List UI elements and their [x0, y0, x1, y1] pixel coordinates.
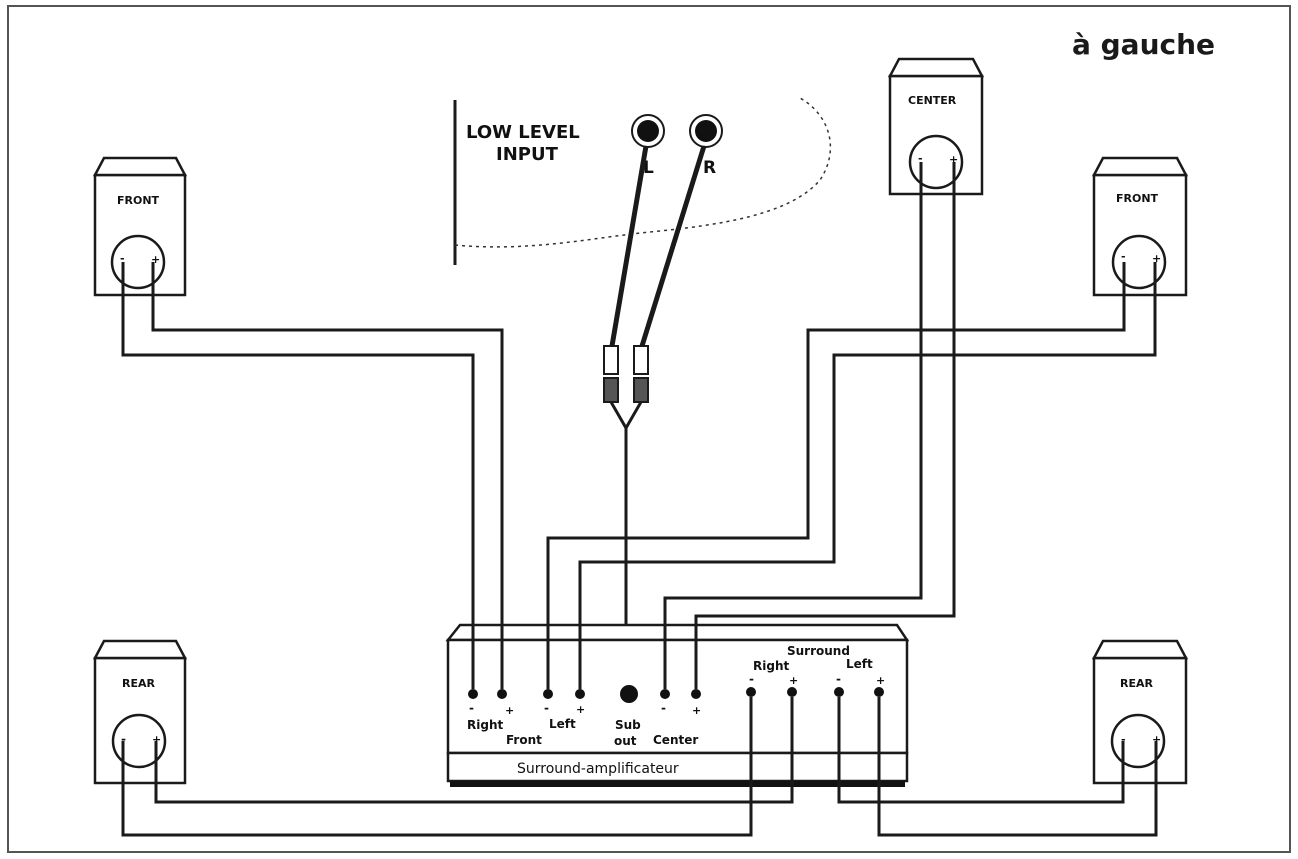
amp-center-plus-mark: + [692, 704, 701, 717]
wire-rear-left-minus [121, 697, 753, 837]
input-panel-dotted-outline [454, 97, 832, 248]
rca-cable-left [609, 145, 647, 347]
speaker-front-right-plus: + [1152, 252, 1161, 265]
wire-rear-right-plus [877, 697, 1158, 837]
y-splitter [609, 401, 643, 432]
amp-label-front: Front [506, 733, 542, 747]
wire-front-right-minus [546, 262, 1126, 689]
amp-label-surround-left: Left [846, 657, 873, 671]
amp-label-sub: Sub [615, 718, 641, 732]
rca-cable-left-inner [611, 145, 649, 347]
terminal-center-minus [660, 689, 670, 699]
speaker-front-left-plus: + [151, 253, 160, 266]
amp-surround-left-minus-mark: - [836, 672, 841, 686]
diagram-frame [7, 5, 1291, 853]
terminal-surround-left-minus [834, 687, 844, 697]
speaker-center-label: CENTER [908, 94, 957, 107]
terminal-center-plus [691, 689, 701, 699]
amp-label-surround-right: Right [753, 659, 789, 673]
amp-label-left: Left [549, 717, 576, 731]
wire-rear-right-minus [837, 697, 1125, 804]
terminal-front-left-minus [543, 689, 553, 699]
rca-label-left: L [643, 158, 654, 178]
rca-cable-right-inner [641, 145, 707, 347]
amplifier-label: Surround-amplificateur [517, 761, 679, 777]
amp-surround-right-minus-mark: - [749, 672, 754, 686]
amp-front-left-minus-mark: - [544, 701, 549, 715]
amp-surround-right-plus-mark: + [789, 674, 798, 687]
page-title: à gauche [1072, 28, 1215, 61]
speaker-rear-right-plus: + [1152, 733, 1161, 746]
rca-jack-right [689, 114, 723, 148]
wire-front-right-plus [578, 262, 1157, 689]
wire-rear-left-plus [154, 697, 794, 804]
surround-amplifier [445, 623, 910, 787]
speaker-rear-left-minus: - [121, 732, 126, 746]
speaker-rear-left [92, 639, 188, 785]
rca-plug-right [633, 345, 649, 403]
speaker-center [887, 57, 985, 196]
low-level-input-label-line1: LOW LEVEL [466, 122, 580, 143]
speaker-center-plus: + [949, 153, 958, 166]
terminal-surround-right-minus [746, 687, 756, 697]
speaker-rear-right-label: REAR [1120, 677, 1153, 690]
amplifier-terminals [468, 685, 884, 703]
speaker-front-right-label: FRONT [1116, 192, 1159, 205]
terminal-sub-out [620, 685, 638, 703]
speaker-rear-left-label: REAR [122, 677, 155, 690]
terminal-front-right-minus [468, 689, 478, 699]
wire-front-left-minus [121, 262, 475, 689]
terminal-front-left-plus [575, 689, 585, 699]
speaker-rear-right-minus: - [1121, 733, 1126, 746]
amp-label-surround: Surround [787, 644, 850, 658]
speaker-front-left-minus: - [120, 252, 125, 265]
speaker-front-right-minus: - [1121, 250, 1126, 263]
rca-plug-left [603, 345, 619, 403]
amp-label-right: Right [467, 718, 503, 732]
amp-front-right-plus-mark: + [505, 704, 514, 717]
amp-label-center: Center [653, 733, 698, 747]
amp-center-minus-mark: - [661, 701, 666, 715]
amp-front-right-minus-mark: - [469, 701, 474, 715]
amp-surround-left-plus-mark: + [876, 674, 885, 687]
speaker-front-left [92, 156, 188, 297]
wire-front-left-plus [151, 262, 504, 689]
amp-front-left-plus-mark: + [576, 703, 585, 716]
wire-center-plus [694, 162, 956, 689]
speaker-center-minus: - [918, 152, 923, 165]
rca-label-right: R [703, 158, 716, 178]
rca-cable-right [639, 145, 705, 347]
amp-label-out: out [614, 734, 637, 748]
speaker-front-right [1091, 156, 1189, 297]
low-level-input-label-line2: INPUT [496, 144, 559, 165]
terminal-surround-left-plus [874, 687, 884, 697]
terminal-front-right-plus [497, 689, 507, 699]
speaker-rear-left-plus: + [152, 733, 161, 746]
terminal-surround-right-plus [787, 687, 797, 697]
speaker-rear-right [1091, 639, 1189, 785]
speaker-front-left-label: FRONT [117, 194, 160, 207]
rca-jack-left [631, 114, 665, 148]
wire-center-minus [663, 162, 923, 689]
